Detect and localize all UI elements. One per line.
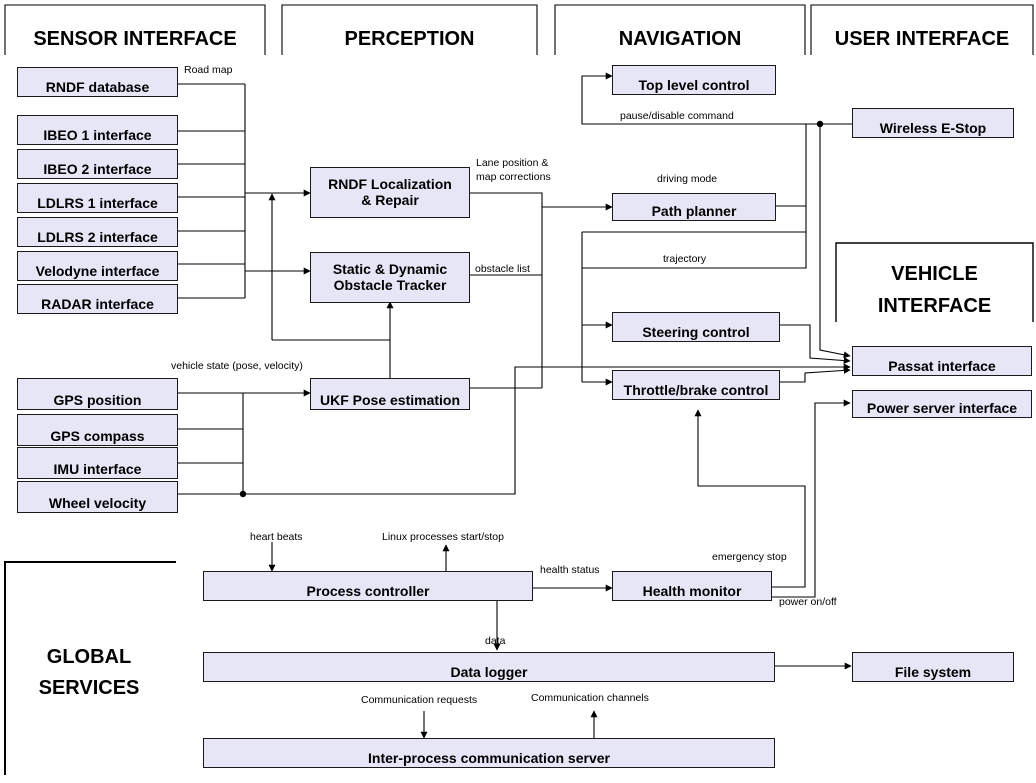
health-monitor-box[interactable]: Health monitor bbox=[612, 571, 772, 601]
ldlrs2-interface-box[interactable]: LDLRS 2 interface bbox=[17, 217, 178, 247]
top-level-control-box[interactable]: Top level control bbox=[612, 65, 776, 95]
gps-compass-box[interactable]: GPS compass bbox=[17, 414, 178, 446]
navigation-header-bracket bbox=[554, 4, 806, 55]
label-linux-processes: Linux processes start/stop bbox=[382, 531, 504, 543]
label-health-status: health status bbox=[540, 564, 600, 576]
rndf-database-box[interactable]: RNDF database bbox=[17, 67, 178, 97]
sensor-header-bracket bbox=[4, 4, 266, 55]
label-driving-mode: driving mode bbox=[657, 173, 718, 185]
path-to-estop-line bbox=[582, 205, 807, 269]
obstacle-tracker-box[interactable]: Static & Dynamic Obstacle Tracker bbox=[310, 252, 470, 303]
pause-loop bbox=[581, 72, 806, 125]
wireless-estop-box[interactable]: Wireless E-Stop bbox=[852, 108, 1014, 138]
localization-to-path bbox=[470, 192, 613, 211]
section-header-user-interface: USER INTERFACE bbox=[834, 28, 1010, 50]
passat-interface-box[interactable]: Passat interface bbox=[852, 346, 1032, 376]
ibeo1-interface-box[interactable]: IBEO 1 interface bbox=[17, 115, 178, 145]
label-lane-position: Lane position & map corrections bbox=[476, 157, 551, 184]
process-controller-box[interactable]: Process controller bbox=[203, 571, 533, 601]
label-pause-disable: pause/disable command bbox=[620, 110, 734, 122]
throttle-brake-control-box[interactable]: Throttle/brake control bbox=[612, 370, 780, 400]
perception-header-bracket bbox=[281, 4, 538, 55]
global-services-bracket bbox=[4, 561, 176, 775]
ipc-server-box[interactable]: Inter-process communication server bbox=[203, 738, 775, 768]
label-communication-requests: Communication requests bbox=[361, 694, 478, 706]
user-header-bracket bbox=[810, 4, 1034, 55]
rndf-localization-box[interactable]: RNDF Localization & Repair bbox=[310, 167, 470, 218]
estop-bus bbox=[819, 124, 851, 359]
health-to-throttle bbox=[694, 409, 806, 588]
label-obstacle-list: obstacle list bbox=[475, 263, 530, 275]
label-power-on-off: power on/off bbox=[779, 596, 837, 608]
steering-control-box[interactable]: Steering control bbox=[612, 312, 780, 342]
section-header-global-services: GLOBAL SERVICES bbox=[38, 646, 140, 699]
ukf-pose-estimation-box[interactable]: UKF Pose estimation bbox=[310, 378, 470, 410]
section-header-perception: PERCEPTION bbox=[344, 28, 475, 50]
label-data: data bbox=[485, 635, 506, 647]
label-communication-channels: Communication channels bbox=[531, 692, 649, 704]
label-road-map: Road map bbox=[184, 64, 233, 76]
velodyne-interface-box[interactable]: Velodyne interface bbox=[17, 251, 178, 281]
wheel-to-passat bbox=[243, 363, 851, 495]
imu-interface-box[interactable]: IMU interface bbox=[17, 447, 178, 479]
estop-junction-dot bbox=[816, 120, 824, 128]
label-trajectory: trajectory bbox=[663, 253, 707, 265]
wheel-junction-dot bbox=[239, 490, 247, 498]
health-to-power bbox=[772, 399, 851, 598]
ldlrs1-interface-box[interactable]: LDLRS 1 interface bbox=[17, 183, 178, 213]
data-logger-box[interactable]: Data logger bbox=[203, 652, 775, 682]
label-heart-beats: heart beats bbox=[250, 531, 303, 543]
path-planner-box[interactable]: Path planner bbox=[612, 193, 776, 221]
steer-to-passat bbox=[780, 324, 851, 365]
vehicle-header-bracket bbox=[835, 242, 1034, 322]
label-emergency-stop: emergency stop bbox=[712, 551, 787, 563]
file-system-box[interactable]: File system bbox=[852, 652, 1014, 682]
power-server-interface-box[interactable]: Power server interface bbox=[852, 390, 1032, 418]
section-header-navigation: NAVIGATION bbox=[618, 28, 742, 50]
wheel-velocity-box[interactable]: Wheel velocity bbox=[17, 481, 178, 513]
gps-position-box[interactable]: GPS position bbox=[17, 378, 178, 410]
section-header-vehicle-interface: VEHICLE INTERFACE bbox=[877, 263, 992, 317]
label-vehicle-state: vehicle state (pose, velocity) bbox=[171, 360, 303, 372]
throttle-to-passat bbox=[780, 366, 851, 383]
radar-interface-box[interactable]: RADAR interface bbox=[17, 284, 178, 314]
section-header-sensor: SENSOR INTERFACE bbox=[33, 28, 237, 50]
ibeo2-interface-box[interactable]: IBEO 2 interface bbox=[17, 149, 178, 179]
